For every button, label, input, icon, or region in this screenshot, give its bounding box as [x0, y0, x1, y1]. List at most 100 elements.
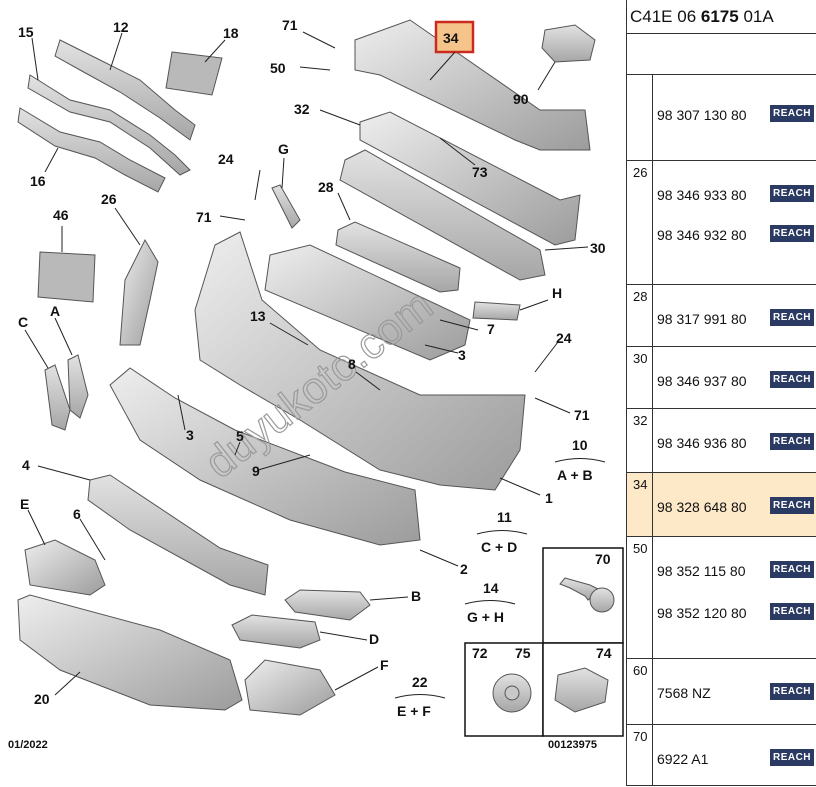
- svg-text:22: 22: [412, 674, 428, 690]
- reference-row-number: 30: [627, 347, 653, 408]
- part-number-line: 98 346 937 80 REACH: [657, 371, 816, 391]
- callout-60: 3: [458, 347, 466, 363]
- callout-12: 12: [113, 19, 129, 35]
- callout-6: 6: [73, 506, 81, 522]
- code-prefix: C41E 06: [630, 7, 701, 26]
- highlight-box-34: [434, 20, 475, 54]
- callout-50: 50: [270, 60, 286, 76]
- bumper-beam-34: [354, 19, 591, 151]
- reflector-H: [472, 301, 521, 321]
- callout-24-left: 24: [218, 151, 234, 167]
- group-label-11: 11 C + D: [476, 509, 528, 555]
- callout-24-right: 24: [556, 330, 572, 346]
- reach-badge: REACH: [770, 561, 814, 578]
- callout-labels: 12 15 16 18 71 50 34 90 32 73 24 G 28 26…: [18, 17, 606, 707]
- grille-trim-16: [17, 107, 166, 193]
- reach-badge: REACH: [770, 683, 814, 700]
- callout-5: 5: [236, 428, 244, 444]
- reach-badge: REACH: [770, 371, 814, 388]
- bumper-skin-1: [194, 231, 526, 491]
- part-number[interactable]: 98 352 115 80: [657, 563, 746, 579]
- callout-3: 3: [186, 427, 194, 443]
- callout-20: 20: [34, 691, 50, 707]
- diagram-code-header: C41E 06 6175 01A: [626, 0, 816, 34]
- part-number[interactable]: 7568 NZ: [657, 685, 711, 701]
- part-number[interactable]: 98 328 648 80: [657, 499, 747, 515]
- callout-30: 30: [590, 240, 606, 256]
- trim-A: [67, 354, 89, 419]
- table-bottom-border: [626, 785, 816, 787]
- callout-71-mid: 71: [196, 209, 212, 225]
- reach-badge: REACH: [770, 105, 814, 122]
- callout-46: 46: [53, 207, 69, 223]
- reach-badge: REACH: [770, 185, 814, 202]
- grille-trim-15: [27, 74, 191, 176]
- deflector-E: [24, 539, 106, 596]
- callout-71-right: 71: [574, 407, 590, 423]
- part-number-line: 98 346 932 80 REACH: [657, 225, 816, 245]
- part-number[interactable]: 98 352 120 80: [657, 605, 747, 621]
- reference-row-number: 34: [627, 473, 653, 536]
- label-plate-46: [37, 251, 96, 303]
- beam-lower-32: [359, 111, 581, 246]
- fastener-box-72-75: 72 75: [464, 642, 544, 737]
- reference-row-number: [627, 75, 653, 160]
- svg-text:75: 75: [515, 645, 531, 661]
- callout-26: 26: [101, 191, 117, 207]
- spoiler-3: [109, 367, 421, 546]
- svg-text:C + D: C + D: [481, 539, 517, 555]
- callout-18: 18: [223, 25, 239, 41]
- diagram-date: 01/2022: [8, 739, 48, 751]
- callout-13: 13: [250, 308, 266, 324]
- callout-F: F: [380, 657, 389, 673]
- reference-row-number: 60: [627, 659, 653, 724]
- svg-text:A + B: A + B: [557, 467, 593, 483]
- part-number-line: 98 307 130 80 REACH: [657, 105, 816, 125]
- part-number[interactable]: 98 346 932 80: [657, 227, 747, 243]
- blank-header-row: [626, 34, 816, 74]
- part-number[interactable]: 6922 A1: [657, 751, 709, 767]
- part-number[interactable]: 98 346 933 80: [657, 187, 747, 203]
- callout-15: 15: [18, 24, 34, 40]
- reach-badge: REACH: [770, 225, 814, 242]
- svg-text:E + F: E + F: [397, 703, 431, 719]
- air-deflector-7: [264, 244, 471, 361]
- part-number-line: 98 317 991 80 REACH: [657, 309, 816, 329]
- undertray-20: [17, 594, 243, 711]
- reach-badge: REACH: [770, 309, 814, 326]
- svg-text:74: 74: [596, 645, 612, 661]
- exploded-parts-diagram: duyukoto.com: [8, 17, 624, 751]
- code-suffix: 01A: [738, 7, 774, 26]
- reach-badge: REACH: [770, 749, 814, 766]
- reach-badge: REACH: [770, 433, 814, 450]
- part-number[interactable]: 98 307 130 80: [657, 107, 747, 123]
- callout-D: D: [369, 631, 379, 647]
- side-bracket-26: [119, 238, 159, 346]
- part-number-line: 7568 NZ REACH: [657, 683, 816, 703]
- callout-E: E: [20, 496, 29, 512]
- part-number[interactable]: 98 346 936 80: [657, 435, 747, 451]
- part-number[interactable]: 98 317 991 80: [657, 311, 747, 327]
- part-number-line: 98 328 648 80 REACH: [657, 497, 816, 517]
- callout-28: 28: [318, 179, 334, 195]
- svg-text:70: 70: [595, 551, 611, 567]
- reference-row-number: 28: [627, 285, 653, 346]
- fog-trim-B: [284, 589, 371, 621]
- callout-8: 8: [348, 356, 356, 372]
- trim-G: [271, 184, 301, 229]
- reference-row-number: 26: [627, 161, 653, 284]
- svg-text:72: 72: [472, 645, 488, 661]
- reach-badge: REACH: [770, 497, 814, 514]
- absorber-28: [335, 149, 546, 293]
- callout-32: 32: [294, 101, 310, 117]
- callout-2: 2: [460, 561, 468, 577]
- callout-G: G: [278, 141, 289, 157]
- part-number-line: 6922 A1 REACH: [657, 749, 816, 769]
- part-number[interactable]: 98 346 937 80: [657, 373, 747, 389]
